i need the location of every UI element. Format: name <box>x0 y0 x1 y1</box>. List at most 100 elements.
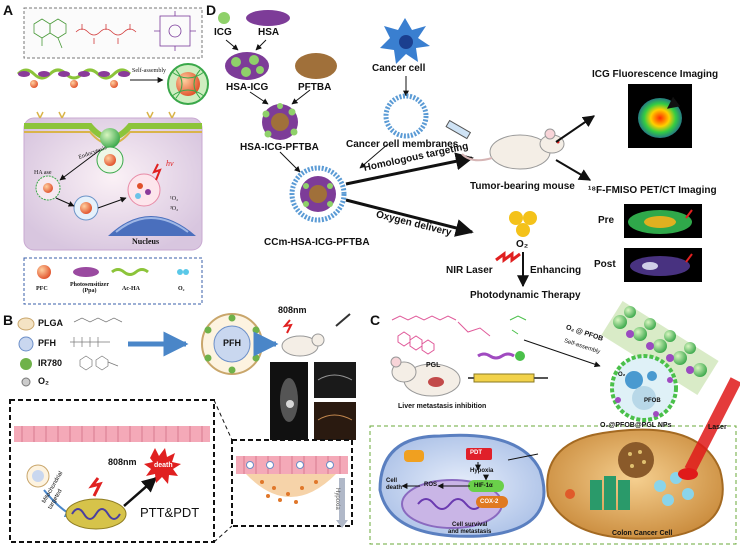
o2-legend-icon <box>177 269 189 275</box>
pftba-ellipse <box>295 53 337 79</box>
c-liver-label: Liver metastasis inhibition <box>398 403 487 410</box>
b-ptt-pdt-label: PTT&PDT <box>140 505 200 520</box>
laser-beam <box>684 377 740 473</box>
b-ir780-label: IR780 <box>38 358 63 368</box>
d-enhancing-label: Enhancing <box>530 265 582 276</box>
acha-chain <box>75 24 137 44</box>
syringe-c-icon <box>468 373 548 383</box>
pgl-structure <box>391 315 491 355</box>
acha-nanoparticle <box>167 63 209 105</box>
laser-b-bolt <box>282 319 293 334</box>
d-cancer-cell-label: Cancer cell <box>372 63 426 74</box>
ppa-structure <box>33 18 67 49</box>
a-legend-o2: O₂ <box>178 286 185 292</box>
c-hypoxia-label: Hypoxia <box>470 468 494 474</box>
death-burst <box>144 448 181 484</box>
hsa-icg-particle <box>225 52 269 80</box>
a-nucleus-label: Nucleus <box>132 237 160 246</box>
nanofiber-assembly <box>601 301 719 395</box>
panel-d <box>218 10 702 288</box>
mouse-c-illustration <box>390 356 461 397</box>
hsa-icg-pftba-particle <box>262 103 298 140</box>
cancer-cell-icon <box>380 18 430 64</box>
d-hsa-icg-pftba-label: HSA-ICG-PFTBA <box>240 142 319 153</box>
b-pfh-label: PFH <box>38 338 56 348</box>
legend-box-a <box>23 257 203 305</box>
self-assembly-c-arrow <box>523 339 601 368</box>
syringe-icon <box>445 119 472 140</box>
ccm-particle <box>289 165 347 223</box>
c-pfob-label: PFOB <box>644 398 661 404</box>
o2-pfob-pgl-np <box>610 354 678 422</box>
polymer-chain <box>16 68 132 88</box>
d-membranes-label: Cancer cell membranes <box>346 139 459 150</box>
panel-c-label: C <box>370 312 381 328</box>
porphyrin-structure <box>154 11 196 51</box>
ultrasound-image-1 <box>314 362 356 398</box>
vessel-particles <box>246 461 334 469</box>
a-hv-label: hv <box>166 159 174 168</box>
c-pdt-label: PDT <box>470 450 482 456</box>
d-pre-label: Pre <box>598 215 615 226</box>
mitochondria-c <box>404 450 424 462</box>
o2-molecules <box>509 211 537 237</box>
hsa-ellipse <box>246 10 290 26</box>
panel-a <box>16 7 209 305</box>
mouse-b-illustration <box>281 333 325 357</box>
a-singlet-o2: ¹O₂ <box>170 196 179 202</box>
receptors <box>36 111 176 119</box>
pfh-icon <box>18 336 34 352</box>
panel-d-label: D <box>206 2 217 18</box>
c-pgl-label: PGL <box>426 362 441 369</box>
colon-cancer-cell <box>546 428 724 540</box>
a-legend-ppa: Photosensitizer(Ppa) <box>70 282 109 294</box>
icg-dot <box>218 12 230 24</box>
acha-icon <box>111 268 149 276</box>
c-nps-label: O₂@PFOB@PGL NPs <box>600 422 672 429</box>
d-pdt-label: Photodynamic Therapy <box>470 290 581 301</box>
pdt-label-bg <box>466 448 492 460</box>
b-hypoxia-label: Hypoxia <box>334 488 340 510</box>
panel-b-label: B <box>3 312 14 328</box>
c-laser-label: Laser <box>708 424 727 431</box>
panel-a-label: A <box>3 2 14 18</box>
mouse-illustration <box>461 128 565 170</box>
a-legend-acha: Ac-HA <box>122 286 140 292</box>
c-o2-label: O₂ <box>618 372 626 378</box>
d-ccm-label: CCm-HSA-ICG-PFTBA <box>264 237 370 248</box>
a-legend-pfc: PFC <box>36 286 48 292</box>
icg-fluorescence-image <box>628 84 692 148</box>
ir780-icon <box>20 358 32 370</box>
d-icg-imaging-label: ICG Fluorescence Imaging <box>592 69 719 80</box>
c-colon-label: Colon Cancer Cell <box>612 530 673 537</box>
ppa-icon <box>73 267 99 277</box>
released-particles <box>35 173 161 221</box>
oxygen-delivery-arrow <box>345 198 474 237</box>
panel-c <box>369 301 740 545</box>
pfc-icon <box>37 265 51 279</box>
hif-label-bg <box>468 480 504 492</box>
d-o2-label: O₂ <box>516 239 529 250</box>
chemical-structures-b <box>70 317 123 371</box>
pet-post-image <box>624 248 702 282</box>
d-icg-label: ICG <box>214 27 232 38</box>
vessel-detail-box <box>231 439 353 527</box>
d-hsa-label: HSA <box>258 27 280 38</box>
laser-808-bolt <box>88 477 103 497</box>
plga-icon <box>17 317 35 331</box>
syringe-b-icon <box>335 313 351 327</box>
tumor-region <box>246 474 336 497</box>
c-hif-label: HIF-1α <box>474 483 493 489</box>
c-cox2-label: COX-2 <box>480 499 499 505</box>
a-haase-label: HA ase <box>34 170 52 176</box>
pet-pre-image <box>624 204 702 238</box>
homologous-targeting-arrow <box>345 152 474 186</box>
cox2-label-bg <box>476 496 508 508</box>
o2-b-icon <box>21 377 31 387</box>
a-self-assembly-label: Self-assembly <box>132 68 166 74</box>
d-post-label: Post <box>594 259 616 270</box>
c-ros-label: ROS <box>424 482 438 488</box>
pfh-nanoparticle <box>201 313 263 375</box>
